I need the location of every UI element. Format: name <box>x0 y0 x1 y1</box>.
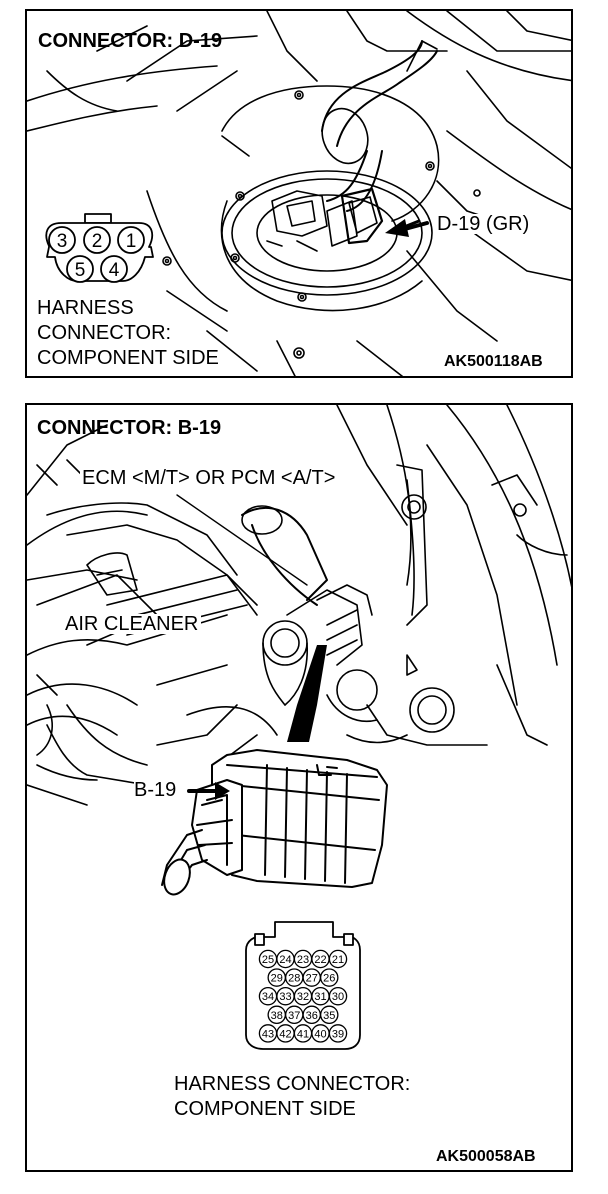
b19-pin: 37 <box>288 1010 300 1022</box>
b19-pin-circle <box>319 1005 339 1025</box>
d19-pin-diagram: 3 2 1 5 4 <box>48 226 145 283</box>
d19-pin: 2 <box>92 231 103 252</box>
b19-pin: 41 <box>297 1028 309 1040</box>
connector-b19-title: CONNECTOR: B-19 <box>37 417 222 439</box>
b19-pin-circle <box>328 986 348 1006</box>
figure-code: AK500118AB <box>444 353 543 370</box>
harness-label-line: COMPONENT SIDE <box>37 347 219 369</box>
b19-pin: 34 <box>262 991 274 1003</box>
b19-pin-diagram: 25 24 23 22 21 29 28 27 26 34 33 32 31 30 38 37 36 35 43 42… <box>258 949 348 1043</box>
b19-pin: 27 <box>306 973 318 985</box>
d19-pin: 5 <box>75 260 86 281</box>
b19-pin: 21 <box>332 954 344 966</box>
b19-pin-circle <box>328 1024 348 1043</box>
b19-pin: 39 <box>332 1028 344 1040</box>
connector-d19-panel: 3 2 1 5 4 CONNECTOR: D-19 D-19 (GR) HARN… <box>25 9 573 378</box>
b19-pin: 36 <box>306 1010 318 1022</box>
harness-label-line: HARNESS CONNECTOR: <box>174 1073 411 1095</box>
d19-pin: 4 <box>109 260 120 281</box>
b19-pin: 43 <box>262 1028 274 1040</box>
connector-b19-panel: 25 24 23 22 21 29 28 27 26 34 33 32 31 30 38 37 36 35 43 42… <box>25 403 573 1172</box>
d19-callout-label: D-19 (GR) <box>435 213 532 235</box>
b19-pin: 32 <box>297 991 309 1003</box>
engine-bay-illustration-b19 <box>27 405 571 1050</box>
b19-pin: 22 <box>314 954 326 966</box>
figure-code: AK500058AB <box>436 1148 536 1165</box>
harness-label-line: CONNECTOR: <box>37 322 172 344</box>
b19-pin: 30 <box>332 991 344 1003</box>
b19-pin: 24 <box>279 954 291 966</box>
harness-label-line: HARNESS <box>37 297 134 319</box>
b19-pin: 42 <box>279 1028 291 1040</box>
harness-label-line: COMPONENT SIDE <box>174 1098 356 1120</box>
connector-d19-title: CONNECTOR: D-19 <box>38 30 223 52</box>
ecm-pcm-label: ECM <M/T> OR PCM <A/T> <box>80 467 338 489</box>
b19-pin: 23 <box>297 954 309 966</box>
b19-pin: 40 <box>314 1028 326 1040</box>
air-cleaner-label: AIR CLEANER <box>62 614 202 634</box>
b19-callout-label: B-19 <box>134 779 177 801</box>
b19-pin: 31 <box>314 991 326 1003</box>
b19-pin: 29 <box>271 973 283 985</box>
b19-pin-circle <box>328 949 348 969</box>
b19-pin: 38 <box>271 1010 283 1022</box>
b19-pin: 28 <box>288 973 300 985</box>
b19-pin-circle <box>319 968 339 987</box>
b19-pin: 33 <box>279 991 291 1003</box>
b19-pin: 35 <box>323 1010 335 1022</box>
d19-pin: 1 <box>126 231 137 252</box>
d19-pin: 3 <box>57 231 68 252</box>
b19-pin: 25 <box>262 954 274 966</box>
b19-pin: 26 <box>323 973 335 985</box>
